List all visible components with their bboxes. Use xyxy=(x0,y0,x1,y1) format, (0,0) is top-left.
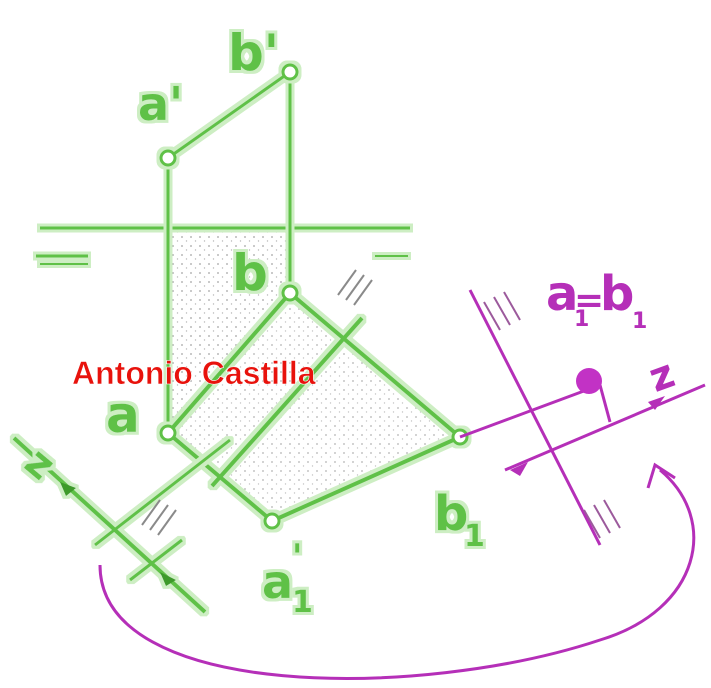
label-b-prime: b' xyxy=(228,24,279,82)
projection-lines xyxy=(166,72,292,433)
auxiliary-view xyxy=(98,289,706,680)
label-a-prime: a' xyxy=(138,77,183,131)
label-a1-eq-b1-sub-a: 1 xyxy=(574,307,589,332)
label-a1-eq-b1-sub-b: 1 xyxy=(632,309,647,334)
label-a1-eq-b1-a: a xyxy=(546,266,578,322)
rotation-arrowhead xyxy=(646,462,676,489)
label-a1-eq-b1-b: b xyxy=(600,266,634,322)
segment-a-prime-b-prime xyxy=(159,63,299,167)
shaded-face-upper xyxy=(168,228,290,433)
label-a1-prime-sub: 1 xyxy=(292,585,313,620)
label-a1-prime-mark: ' xyxy=(292,537,302,577)
label-a1-prime: a xyxy=(262,555,293,609)
point-b xyxy=(281,284,299,302)
point-b-prime xyxy=(281,63,299,81)
rotation-arrow xyxy=(98,468,696,680)
label-z-right: z xyxy=(643,351,681,402)
point-a1-prime xyxy=(263,512,281,530)
label-a: a xyxy=(106,386,140,444)
point-a1-b1-coincident xyxy=(576,368,602,394)
hatch-marks-green xyxy=(141,269,373,536)
plan-figure xyxy=(159,284,469,530)
z-axis-left xyxy=(12,436,231,614)
label-b1: b xyxy=(434,486,468,542)
point-a xyxy=(159,424,177,442)
author-watermark: Antonio Castilla xyxy=(72,355,316,391)
label-b: b xyxy=(232,244,268,302)
ground-line xyxy=(36,226,410,265)
point-a-prime xyxy=(159,149,177,167)
label-a1-eq-b1-eq: = xyxy=(574,280,604,321)
label-b1-sub: 1 xyxy=(464,519,485,554)
